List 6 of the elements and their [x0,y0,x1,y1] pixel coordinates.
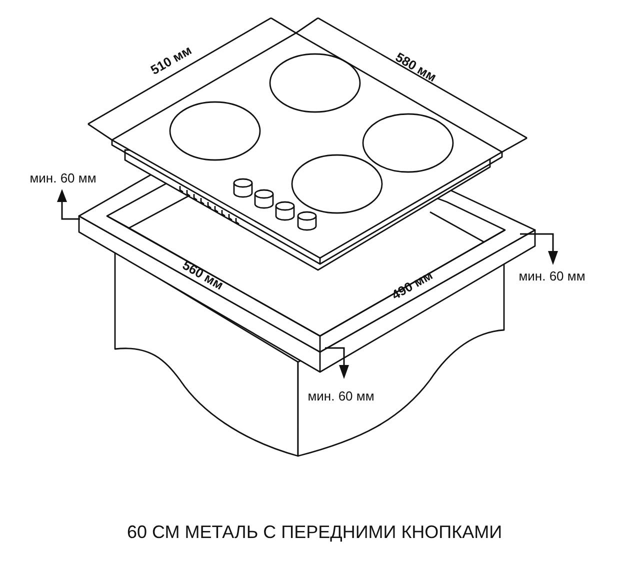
clearance-label: мин. 60 мм [308,390,374,402]
caption: 60 СМ МЕТАЛЬ С ПЕРЕДНИМИ КНОПКАМИ [126,522,504,543]
dimension-label: 580 мм [393,50,439,84]
clearance-label: мин. 60 мм [30,172,96,184]
dimension-label: 510 мм [148,43,194,77]
clearance-label: мин. 60 мм [518,270,586,282]
